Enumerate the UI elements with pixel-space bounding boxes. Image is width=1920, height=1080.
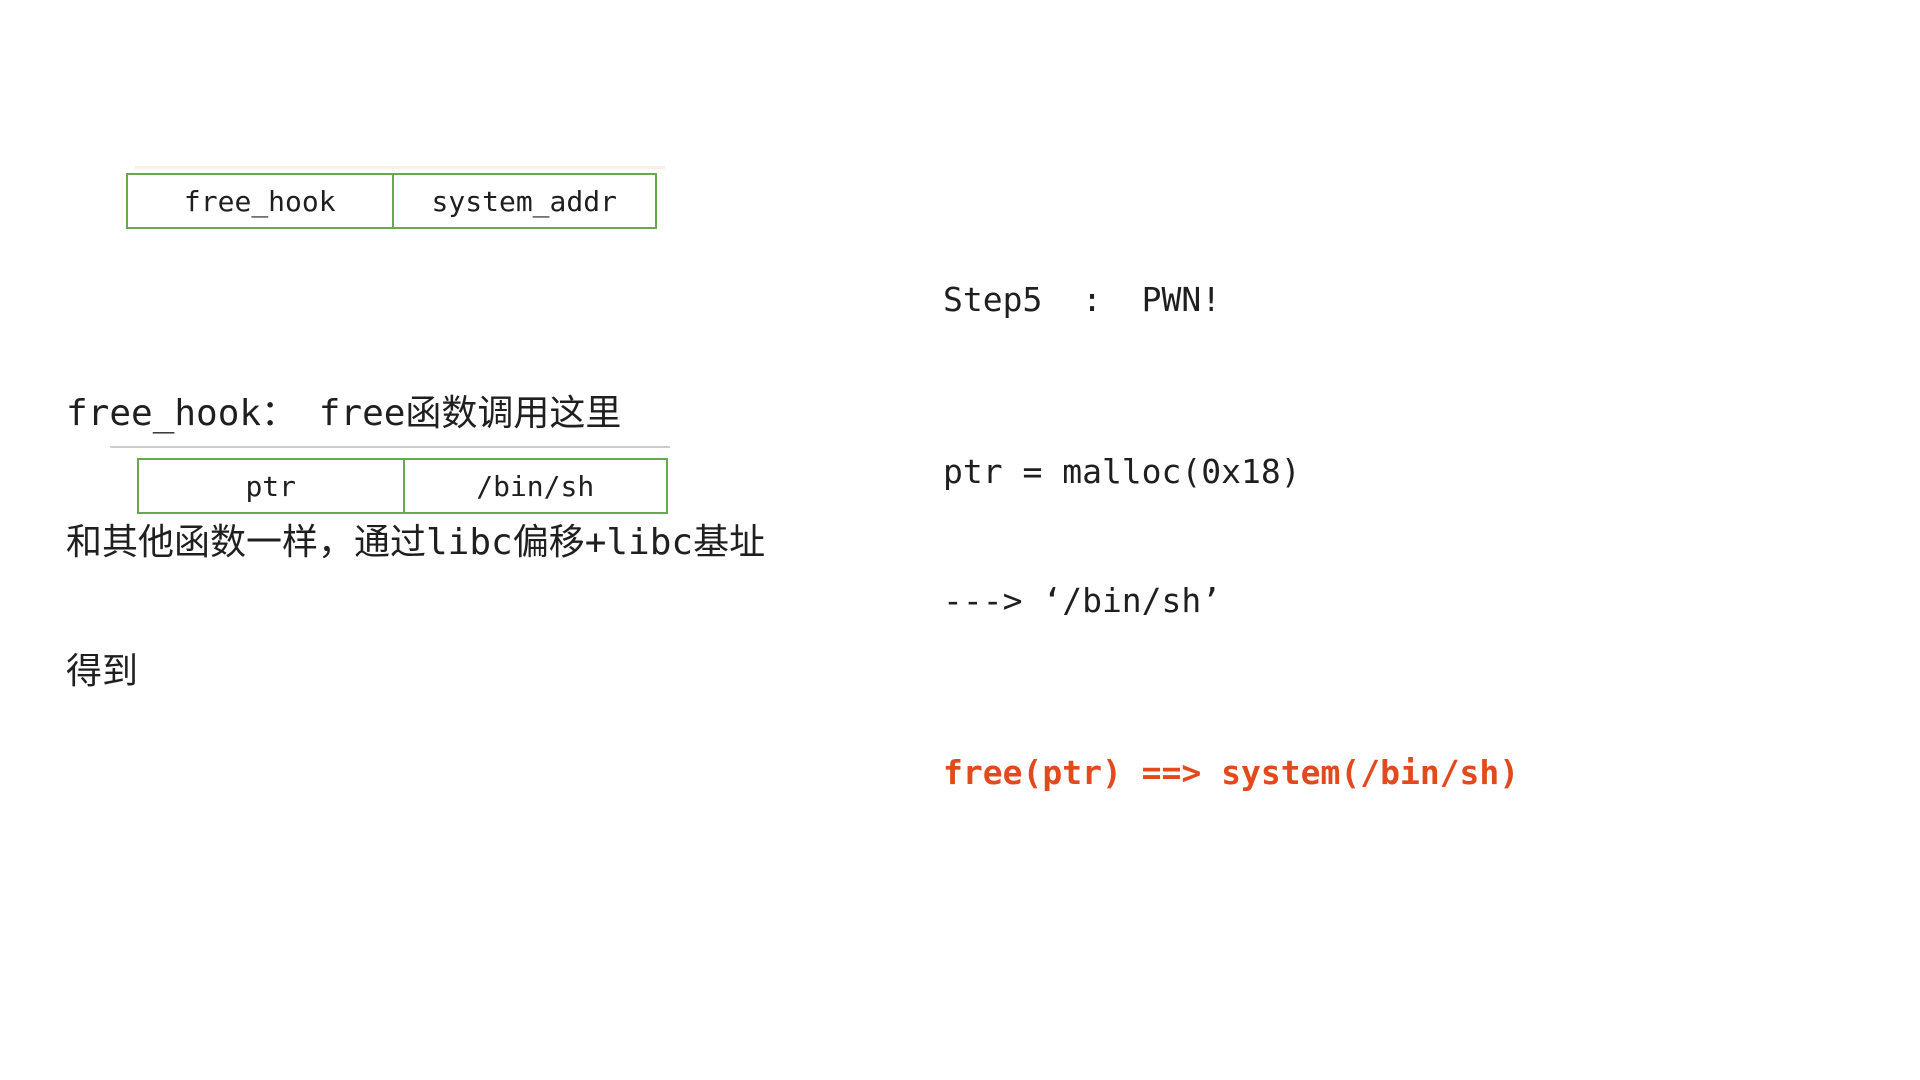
step-title: Step5 : PWN! xyxy=(943,280,1222,319)
bin-sh-cell: /bin/sh xyxy=(402,460,667,512)
faint-line-above-ptr-table xyxy=(110,446,670,448)
system-addr-cell: system_addr xyxy=(391,175,656,227)
free-hook-annotation: free_hook： free函数调用这里 和其他函数一样，通过libc偏移+l… xyxy=(66,306,765,779)
free-hook-cell: free_hook xyxy=(183,184,336,218)
ptr-cell: ptr xyxy=(245,469,297,503)
malloc-code-line: ptr = malloc(0x18) xyxy=(943,452,1301,491)
annotation-line-2: 和其他函数一样，通过libc偏移+libc基址 xyxy=(66,522,766,563)
annotation-line-1: free_hook： free函数调用这里 xyxy=(66,393,622,434)
pwn-steps-block: Step5 : PWN! ptr = malloc(0x18) ---> ‘/b… xyxy=(943,192,1519,880)
bin-sh-code-line: ---> ‘/bin/sh’ xyxy=(943,581,1222,620)
faint-line-above-hook-table xyxy=(135,166,665,169)
free-hook-memory-table: free_hook system_addr xyxy=(126,173,657,229)
pwn-result-line: free(ptr) ==> system(/bin/sh) xyxy=(943,753,1520,792)
annotation-line-3: 得到 xyxy=(66,651,139,692)
ptr-memory-table: ptr /bin/sh xyxy=(137,458,668,514)
